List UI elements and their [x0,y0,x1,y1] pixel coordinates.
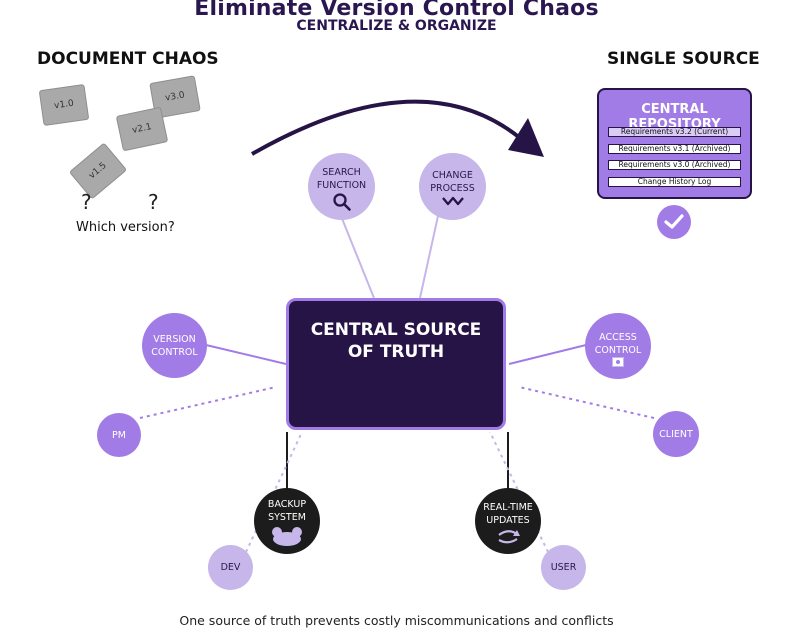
refresh-icon [498,530,520,544]
dev-node: DEV [208,545,253,590]
node-label: DEV [220,562,241,573]
cloud-icon [272,527,302,546]
node-label: CHANGE [432,169,473,181]
question-mark: ? [148,190,159,214]
node-label: SYSTEM [268,512,306,523]
node-label: CONTROL [594,345,642,356]
node-label: REAL-TIME [483,502,533,513]
node-label: BACKUP [267,499,307,510]
hub-label-line1: CENTRAL SOURCE [310,320,482,340]
user-node: USER [541,545,586,590]
central-source-of-truth: CENTRAL SOURCE OF TRUTH [286,298,506,430]
version-control-node: VERSION CONTROL [142,313,207,378]
change-process-node: CHANGE PROCESS [419,153,486,220]
client-node: CLIENT [653,411,699,457]
checkmark-icon [657,205,691,239]
central-repository-card: CENTRAL REPOSITORY Requirements v3.2 (Cu… [597,88,752,199]
line-search [340,215,375,299]
node-label: VERSION [153,333,196,345]
node-label: UPDATES [486,515,530,526]
repository-item: Change History Log [608,177,741,187]
line-client [518,386,655,419]
footer-caption: One source of truth prevents costly misc… [179,613,614,628]
node-label: FUNCTION [316,179,367,191]
backup-system-node: BACKUP SYSTEM [254,488,320,554]
transition-arrow [251,99,522,156]
search-function-node: SEARCH FUNCTION [308,153,375,220]
magnifier-icon [332,192,351,211]
repository-item: Requirements v3.0 (Archived) [608,160,741,170]
line-access [508,344,587,365]
question-mark: ? [81,190,92,214]
node-label: PM [112,429,126,441]
node-label: SEARCH [322,166,361,178]
page-title: Eliminate Version Control Chaos [194,0,599,21]
node-label: PROCESS [430,182,475,194]
pm-node: PM [97,413,141,457]
repository-item: Requirements v3.2 (Current) [608,127,741,137]
doc-card: v1.0 [38,83,90,127]
node-label: ACCESS [599,332,637,343]
line-version [205,344,287,365]
which-version-caption: Which version? [76,220,175,235]
line-change [419,215,439,299]
zigzag-icon [441,196,464,205]
line-pm [139,386,277,419]
transition-arrowhead [508,118,544,157]
node-label: CLIENT [659,428,693,440]
node-label: USER [550,562,577,573]
real-time-updates-node: REAL-TIME UPDATES [475,488,541,554]
node-label: CONTROL [151,346,198,358]
single-source-heading: SINGLE SOURCE [607,49,760,69]
access-control-node: ACCESS CONTROL [585,313,651,379]
hub-label-line2: OF TRUTH [347,342,445,362]
repository-item: Requirements v3.1 (Archived) [608,144,741,154]
document-chaos-heading: DOCUMENT CHAOS [37,49,219,69]
lock-icon [612,357,624,367]
page-subtitle: CENTRALIZE & ORGANIZE [296,18,497,34]
